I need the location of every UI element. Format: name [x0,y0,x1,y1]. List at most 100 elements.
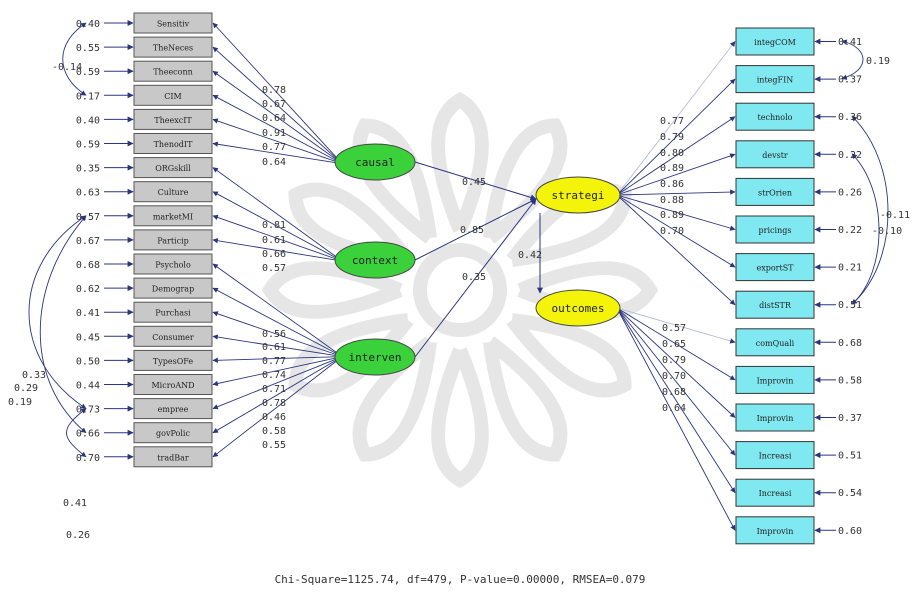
right-indicator-box: integFIN [735,65,815,94]
loading-path [616,307,736,418]
left-indicator-box: Particip [133,229,213,251]
indicator-label: integCOM [754,38,796,47]
error-covariance-value: 0.19 [8,397,32,408]
error-covariance-curve [841,39,864,80]
loading-path [212,118,340,164]
error-covariance-curve [851,115,889,305]
loading-value: 0.56 [262,329,286,340]
error-variance: 0.59 [76,67,100,78]
loading-value: 0.88 [660,195,684,206]
structural-coefficient: 0.45 [462,177,486,188]
loading-path [616,194,736,268]
error-variance: 0.60 [838,526,862,537]
left-indicator-box: TypesOFe [133,349,213,371]
error-variance: 0.51 [838,451,862,462]
left-indicator-box: govPolic [133,422,213,444]
indicator-label: Culture [158,188,189,197]
loading-path [212,238,340,262]
indicator-label: Consumer [152,333,194,342]
right-indicator-box: integCOM [735,27,815,56]
loading-path [212,141,340,164]
indicator-label: Sensitiv [157,20,190,29]
indicator-label: TheNeces [153,44,193,53]
right-indicator-box: Improvin [735,516,815,545]
loading-value: 0.77 [262,142,286,153]
error-covariance-curve [28,215,87,409]
loading-value: 0.68 [662,387,686,398]
loading-path [212,167,340,260]
error-covariance-curve [66,408,87,458]
indicator-label: empree [158,405,189,414]
left-indicator-box: CIM [133,84,213,106]
left-indicator-box: tradBar [133,446,213,468]
loading-path [616,307,736,456]
loading-value: 0.77 [262,356,286,367]
loading-value: 0.78 [262,85,286,96]
right-indicator-box: pricings [735,215,815,244]
loading-path [212,46,340,162]
error-covariance-value: 0.33 [22,370,46,381]
loading-path [616,307,736,531]
error-variance: 0.45 [76,332,100,343]
error-variance: 0.63 [76,188,100,199]
error-variance: 0.50 [76,356,100,367]
error-covariance-value: 0.19 [866,56,890,67]
error-variance: 0.54 [838,488,862,499]
error-variance: 0.59 [76,140,100,151]
indicator-label: Particip [157,236,189,245]
error-variance: 0.37 [838,75,862,86]
loading-path [212,191,340,260]
error-covariance-curve [851,153,880,305]
loading-value: 0.70 [660,226,684,237]
indicator-label: MicroAND [151,381,194,390]
loading-value: 0.71 [262,384,286,395]
left-indicator-box: TheexcIT [133,108,213,130]
indicator-label: tradBar [157,453,189,462]
error-covariance-curve [62,22,87,96]
loading-path [212,287,340,356]
error-variance: 0.73 [76,405,100,416]
loading-path [212,357,340,410]
latent-label: causal [355,156,395,169]
loading-path [616,307,736,381]
loading-path [616,78,736,196]
error-covariance-value: 0.41 [63,498,87,509]
error-covariance-value: -0.10 [872,226,902,237]
right-indicator-box: Improvin [735,365,815,394]
left-indicator-box: Sensitiv [133,12,213,34]
loading-value: 0.78 [262,398,286,409]
error-variance: 0.26 [838,187,862,198]
indicator-label: integFIN [757,76,794,85]
loading-path [212,214,340,261]
left-indicator-box: ThenodIT [133,133,213,154]
loading-value: 0.64 [662,403,686,414]
loading-value: 0.80 [660,148,684,159]
loading-value: 0.77 [660,116,684,127]
right-indicator-box: Improvin [735,403,815,432]
indicator-label: pricings [759,226,792,235]
error-variance: 0.17 [76,91,100,102]
loading-path [212,334,340,357]
left-indicator-box: Demograp [133,277,213,299]
indicator-label: Demograp [152,285,194,294]
error-covariance-value: 0.26 [66,530,90,541]
indicator-label: technolo [758,113,793,122]
loading-value: 0.64 [262,113,286,124]
left-indicator-box: empree [133,398,213,420]
loading-value: 0.57 [262,263,286,274]
left-indicator-box: marketMI [133,205,213,227]
indicator-label: exportST [756,264,794,273]
loading-path [616,307,736,494]
loading-path [212,358,340,434]
right-indicator-box: Increasi [735,441,815,470]
indicator-label: Improvin [757,527,794,536]
latent-label: interven [349,351,402,364]
error-variance: 0.67 [76,236,100,247]
indicator-label: comQuali [756,339,795,348]
error-variance: 0.37 [838,413,862,424]
loading-path [616,307,736,344]
loading-value: 0.65 [662,339,686,350]
watermark-logo [261,91,659,489]
structural-coefficient: 0.35 [462,272,486,283]
